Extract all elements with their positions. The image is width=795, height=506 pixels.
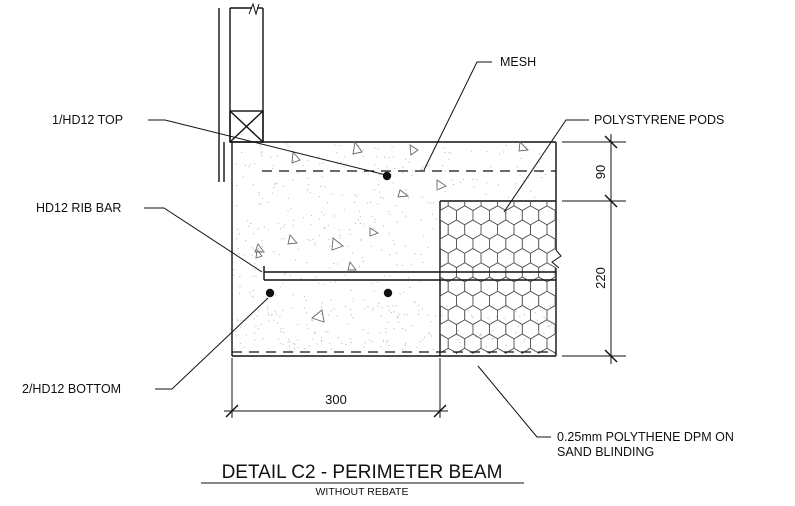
wall-stud-frame — [218, 2, 264, 182]
reinforcement — [232, 170, 556, 353]
pod-depth-dimension: 220 — [593, 267, 608, 289]
mesh-label: MESH — [500, 55, 536, 69]
polystyrene-pod-hatch — [440, 201, 556, 354]
dimension-lines — [224, 134, 626, 418]
concrete-aggregate-hatch — [233, 140, 552, 353]
top-bar-label: 1/HD12 TOP — [52, 113, 123, 127]
rib-bar-label: HD12 RIB BAR — [36, 201, 121, 215]
bottom-bar-left — [265, 288, 275, 298]
dpm-label-line2: SAND BLINDING — [557, 445, 654, 459]
dpm-label-line1: 0.25mm POLYTHENE DPM ON — [557, 430, 734, 444]
top-bar — [382, 171, 392, 181]
beam-width-dimension: 300 — [325, 392, 347, 407]
detail-subtitle: WITHOUT REBATE — [316, 486, 409, 498]
concrete-beam-outline — [230, 141, 562, 357]
bottom-bar-right — [383, 288, 393, 298]
leader-lines — [144, 61, 589, 438]
pods-label: POLYSTYRENE PODS — [594, 113, 724, 127]
bottom-bar-label: 2/HD12 BOTTOM — [22, 382, 121, 396]
detail-title: DETAIL C2 - PERIMETER BEAM — [222, 462, 503, 483]
slab-depth-dimension: 90 — [593, 165, 608, 179]
